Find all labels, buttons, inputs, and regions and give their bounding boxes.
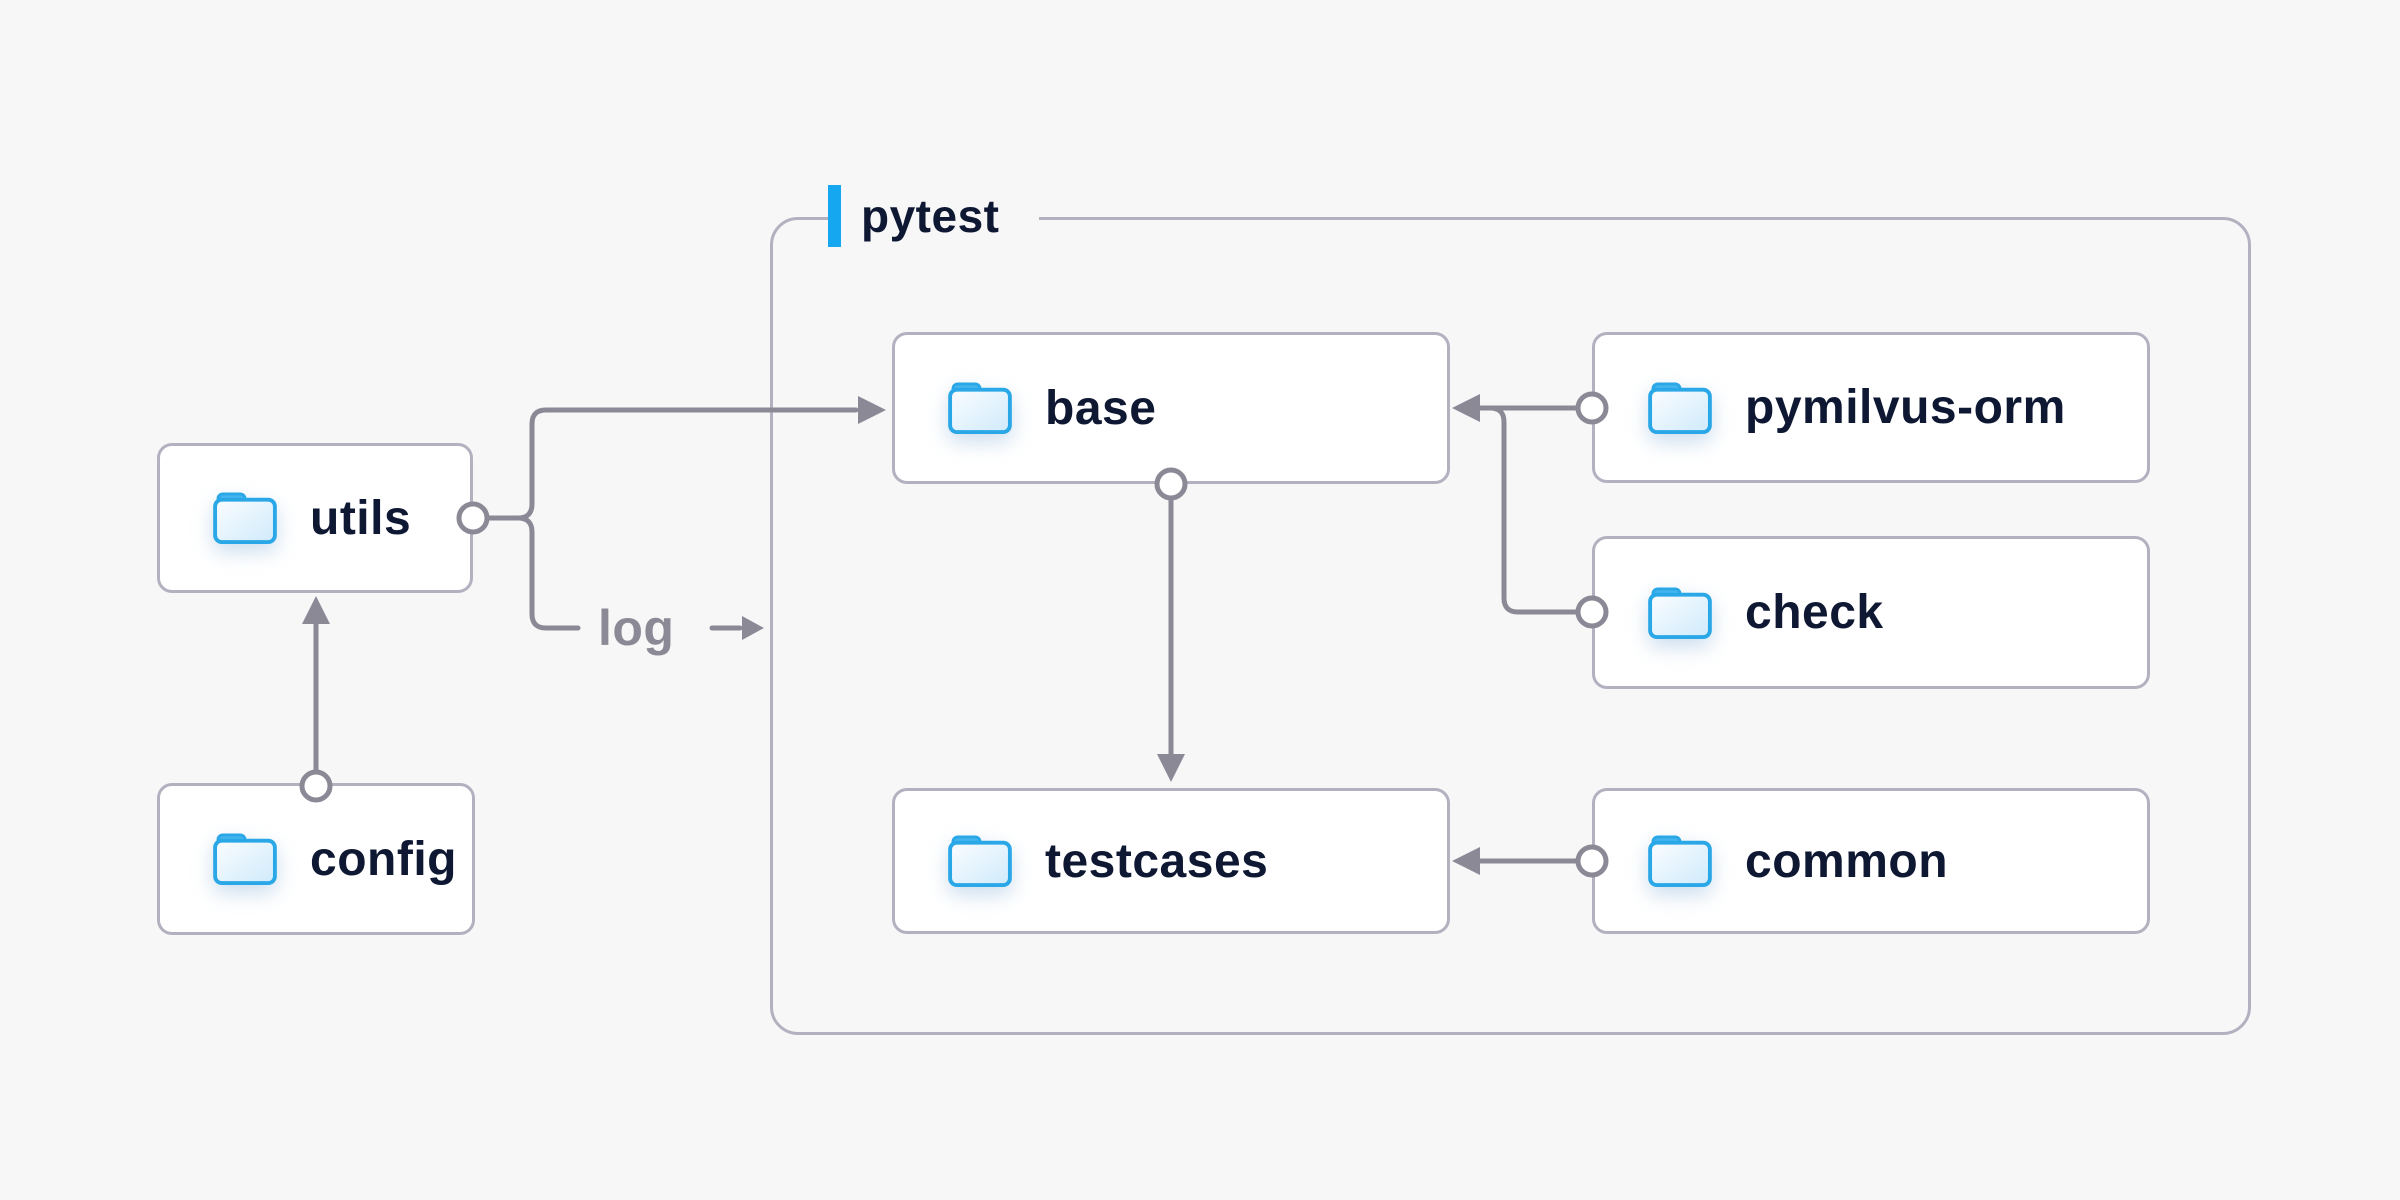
node-label: testcases — [1045, 834, 1269, 888]
edge-label-log: log — [598, 600, 675, 656]
node-base: base — [892, 332, 1450, 484]
node-utils: utils — [157, 443, 473, 593]
node-config: config — [157, 783, 475, 935]
folder-icon — [948, 382, 1012, 435]
folder-icon — [213, 833, 277, 886]
folder-icon — [213, 492, 277, 545]
node-label: config — [310, 832, 457, 886]
pytest-group-label: pytest — [828, 181, 1040, 251]
folder-icon — [1648, 835, 1712, 888]
arrowhead-right-icon — [742, 616, 764, 640]
folder-icon — [1648, 586, 1712, 639]
arrowhead-up-icon — [302, 596, 330, 624]
pytest-group-box — [770, 217, 2251, 1035]
node-common: common — [1592, 788, 2150, 934]
node-check: check — [1592, 536, 2150, 689]
pytest-group-title: pytest — [861, 190, 1000, 242]
node-label: pymilvus-orm — [1745, 381, 2066, 434]
folder-icon — [948, 835, 1012, 888]
node-pymilvus-orm: pymilvus-orm — [1592, 332, 2150, 483]
folder-icon — [1648, 381, 1712, 434]
blue-accent-bar — [828, 185, 841, 247]
node-label: utils — [310, 491, 412, 545]
node-label: check — [1745, 586, 1884, 639]
node-testcases: testcases — [892, 788, 1450, 934]
node-label: base — [1045, 381, 1157, 435]
edge-utils-log — [484, 515, 581, 631]
node-label: common — [1745, 834, 1949, 888]
